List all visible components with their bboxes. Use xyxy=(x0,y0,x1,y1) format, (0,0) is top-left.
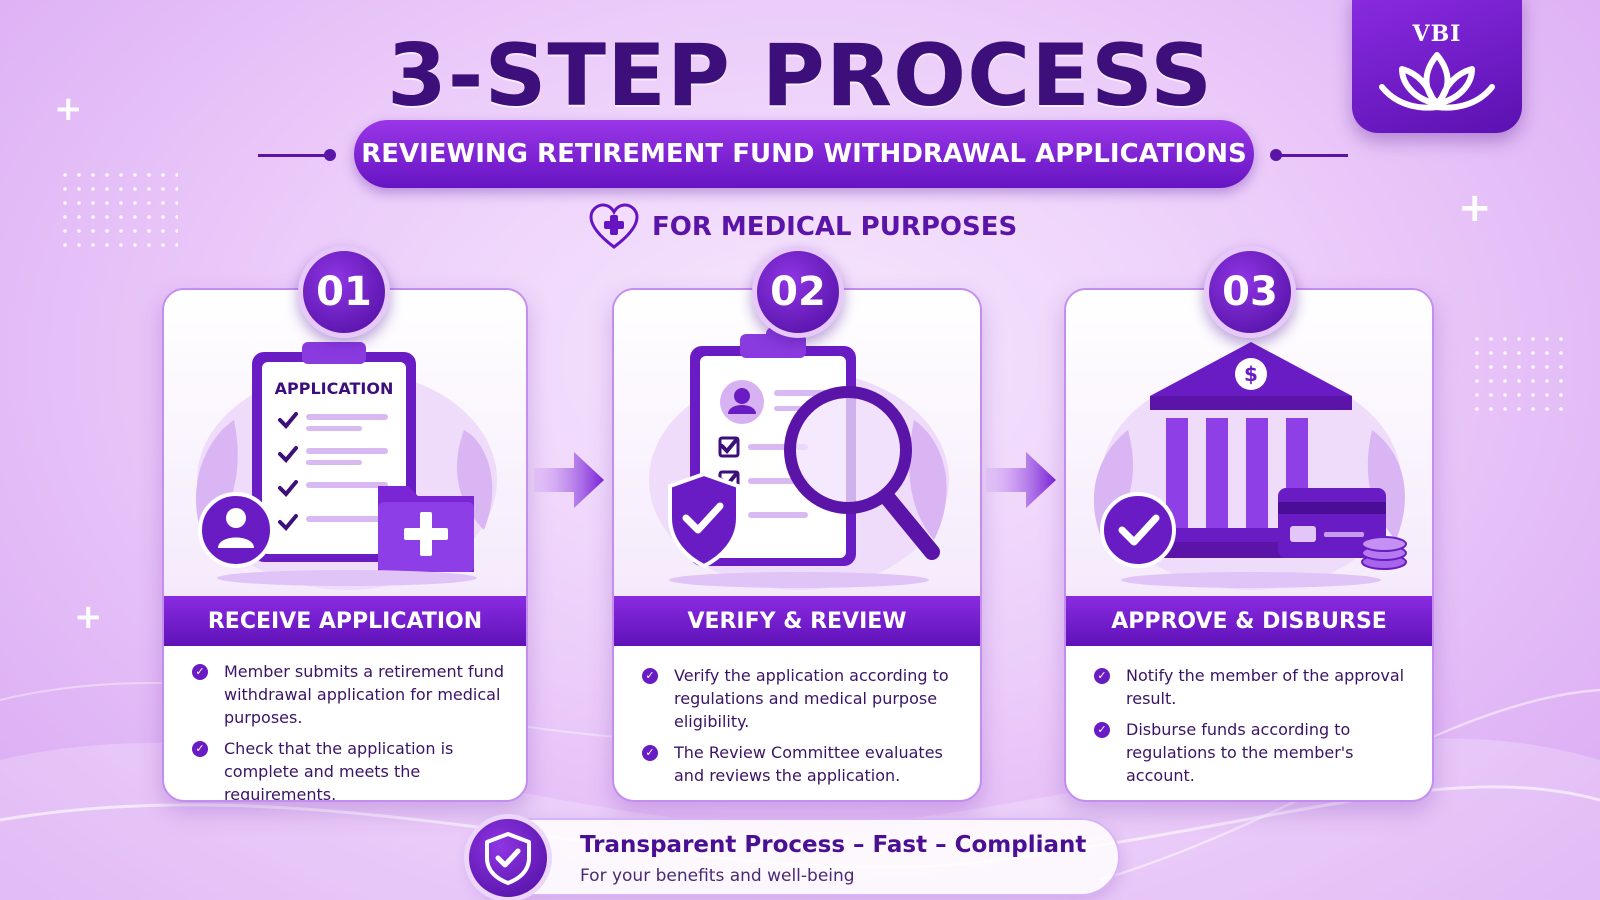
brand-logo: VBI xyxy=(1352,0,1522,133)
footer-banner: Transparent Process – Fast – Compliant F… xyxy=(464,814,1120,900)
divider xyxy=(1278,154,1348,157)
check-circle-icon: ✓ xyxy=(642,745,658,761)
step-number-badge: 02 xyxy=(752,246,844,338)
user-icon xyxy=(720,380,764,424)
tagline: FOR MEDICAL PURPOSES xyxy=(588,202,1017,252)
leaf-icon xyxy=(456,430,493,530)
step-card-1: APPLICATION RECEIVE APPLICAT xyxy=(162,288,528,802)
list-item: ✓Check that the application is complete … xyxy=(192,737,508,800)
check-circle-icon xyxy=(1100,492,1176,568)
footer-title: Transparent Process – Fast – Compliant xyxy=(580,832,1087,858)
step-number-badge: 01 xyxy=(298,246,390,338)
dollar-sign: $ xyxy=(1244,362,1258,386)
step-title: VERIFY & REVIEW xyxy=(614,596,980,646)
shield-check-icon xyxy=(668,471,740,569)
coins-icon xyxy=(1361,536,1407,570)
sparkle-icon: + xyxy=(1458,185,1492,231)
list-item: ✓Notify the member of the approval resul… xyxy=(1094,664,1414,710)
step-title: RECEIVE APPLICATION xyxy=(164,596,526,646)
heart-medical-icon xyxy=(589,203,639,249)
list-item: ✓Disburse funds according to regulations… xyxy=(1094,718,1414,787)
dot-pattern-right xyxy=(1470,332,1566,416)
check-circle-icon: ✓ xyxy=(1094,668,1110,684)
logo-text: VBI xyxy=(1412,20,1462,47)
arrow-right-icon xyxy=(986,452,1056,508)
leaf-icon xyxy=(1367,430,1405,540)
subtitle: REVIEWING RETIREMENT FUND WITHDRAWAL APP… xyxy=(354,120,1254,188)
check-circle-icon: ✓ xyxy=(192,664,208,680)
dot-pattern-left xyxy=(58,168,178,252)
clipboard-icon xyxy=(252,342,416,562)
check-circle-icon: ✓ xyxy=(192,741,208,757)
step-illustration: APPLICATION xyxy=(164,290,526,596)
sparkle-icon: + xyxy=(74,597,103,637)
user-icon xyxy=(198,492,274,568)
credit-card-icon xyxy=(1278,488,1386,558)
step-title: APPROVE & DISBURSE xyxy=(1066,596,1432,646)
divider xyxy=(258,154,328,157)
shield-check-icon xyxy=(464,814,552,900)
list-item: ✓Member submits a retirement fund withdr… xyxy=(192,660,508,729)
footer-subtitle: For your benefits and well-being xyxy=(580,866,855,886)
check-circle-icon: ✓ xyxy=(642,668,658,684)
list-item: ✓The Review Committee evaluates and revi… xyxy=(642,741,962,787)
sparkle-icon: + xyxy=(54,89,83,129)
arrow-right-icon xyxy=(534,452,604,508)
divider-dot xyxy=(324,149,336,161)
step-illustration: $ xyxy=(1066,290,1432,596)
step-card-3: $ xyxy=(1064,288,1434,802)
subtitle-banner: REVIEWING RETIREMENT FUND WITHDRAWAL APP… xyxy=(258,120,1348,190)
medical-folder-icon xyxy=(378,486,474,572)
magnifier-icon xyxy=(784,386,940,560)
step-number-badge: 03 xyxy=(1204,246,1296,338)
page-title: 3-STEP PROCESS xyxy=(386,26,1214,126)
check-circle-icon: ✓ xyxy=(1094,722,1110,738)
lotus-icon xyxy=(1379,51,1495,111)
leaf-icon xyxy=(909,420,947,540)
step-illustration xyxy=(614,290,980,596)
step-points: ✓Verify the application according to reg… xyxy=(642,664,962,795)
leaf-icon xyxy=(1093,430,1133,540)
tagline-text: FOR MEDICAL PURPOSES xyxy=(652,212,1018,242)
application-label: APPLICATION xyxy=(275,379,394,398)
step-points: ✓Notify the member of the approval resul… xyxy=(1094,664,1414,795)
divider-dot xyxy=(1270,149,1282,161)
step-card-2: VERIFY & REVIEW ✓Verify the application … xyxy=(612,288,982,802)
step-points: ✓Member submits a retirement fund withdr… xyxy=(192,660,508,800)
list-item: ✓Verify the application according to reg… xyxy=(642,664,962,733)
